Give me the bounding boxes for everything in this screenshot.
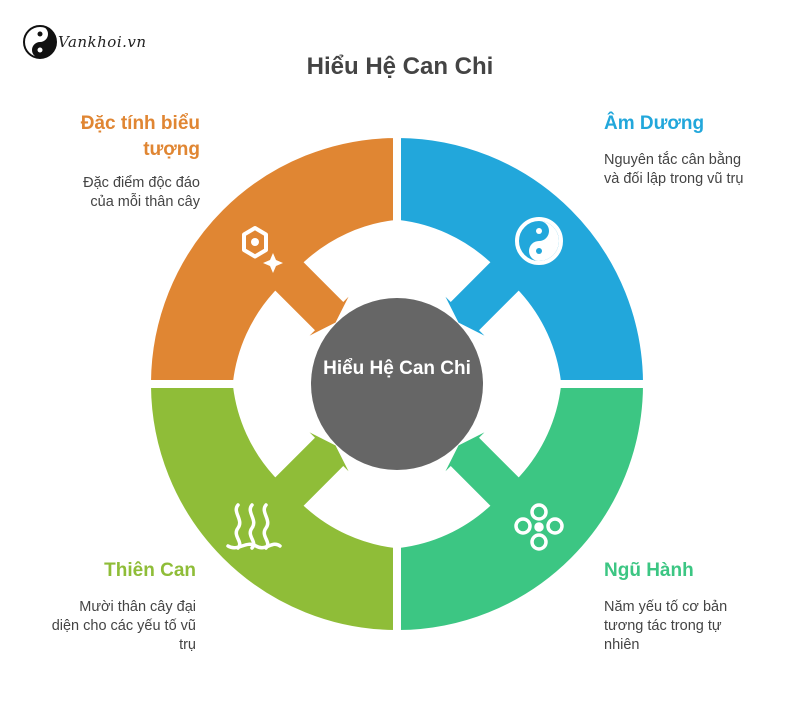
center-circle [311, 298, 483, 470]
description-top-left: Đặc điểm độc đáo của mỗi thân cây [83, 175, 200, 210]
heading-bottom-left: Thiên Can [104, 560, 196, 581]
yin-yang-icon [515, 217, 563, 265]
yin-yang-icon [23, 25, 57, 59]
heading-top-right: Âm Dương [604, 113, 705, 134]
heading-bottom-right: Ngũ Hành [604, 560, 694, 581]
heat-waves-icon [226, 503, 282, 550]
site-logo [23, 25, 57, 59]
description-top-right: Nguyên tắc cân bằng và đối lập trong vũ … [604, 152, 744, 187]
description-bottom-right: Năm yếu tố cơ bản tương tác trong tự nhi… [604, 599, 728, 653]
heading-top-left: Đặc tính biểu tượng [80, 113, 200, 160]
segment-top-right [397, 133, 648, 384]
description-bottom-left: Mười thân cây đại diện cho các yếu tố vũ… [51, 599, 196, 653]
logo-text: Vankhoi.vn [58, 33, 147, 51]
five-circles-icon [514, 503, 564, 551]
hexagon-sparkle-icon [242, 226, 283, 273]
center-label: Hiểu Hệ Can Chi [323, 358, 471, 379]
segment-bottom-left [146, 384, 397, 635]
page-title: Hiểu Hệ Can Chi [306, 53, 494, 80]
segment-bottom-right [397, 384, 648, 635]
